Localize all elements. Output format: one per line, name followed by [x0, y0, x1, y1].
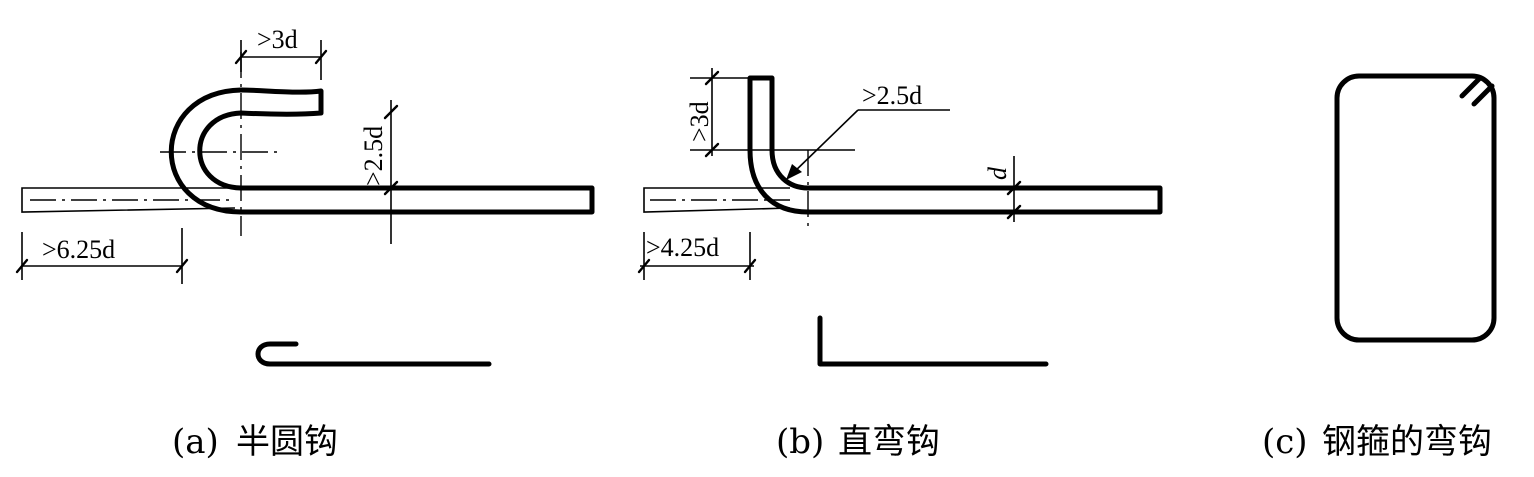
panel-a-caption-letter: (a) — [172, 422, 219, 462]
panel-c-caption-letter: (c) — [1262, 422, 1308, 462]
panel-b-tick-bottom-right — [743, 258, 757, 274]
panel-a-reference-bar — [21, 187, 236, 213]
panel-a-hook-symbol — [255, 341, 492, 367]
panel-c-stirrup — [1334, 73, 1497, 343]
panel-b-hook-bar — [747, 75, 1163, 215]
panel-a-dim-hook-length: >3d — [257, 25, 298, 54]
panel-c-caption-text: 钢箍的弯钩 — [1322, 422, 1492, 462]
panel-b-dim-bar-diameter: d — [983, 166, 1012, 180]
panel-a: >3d >2.5d >6.25d (a) 半圆钩 — [15, 25, 595, 462]
panel-a-tick-top-left — [234, 49, 248, 65]
panel-a-dim-total-length: >6.25d — [42, 235, 115, 264]
panel-b-caption-letter: (b) — [776, 422, 824, 462]
panel-b-caption-text: 直弯钩 — [838, 422, 940, 462]
panel-b-leader-line-diagonal — [789, 109, 859, 177]
panel-b-tick-vertical-top — [704, 70, 720, 86]
panel-a-tick-vertical-bottom — [383, 180, 399, 196]
panel-b-dim-hook-length: >3d — [685, 101, 714, 142]
panel-a-tick-bottom-right — [175, 258, 189, 274]
panel-b-tick-diameter-bottom — [1006, 204, 1022, 220]
panel-a-hook-bar — [168, 87, 595, 215]
panel-a-tick-vertical-top — [383, 104, 399, 120]
panel-b-hook-symbol — [817, 315, 1049, 367]
panel-a-dim-bend-radius: >2.5d — [359, 126, 388, 186]
panel-b-leader-arrowhead — [786, 164, 802, 180]
panel-b-tick-diameter-top — [1006, 180, 1022, 196]
panel-b-tick-vertical-bottom — [704, 142, 720, 158]
panel-a-tick-top-right — [314, 49, 328, 65]
panel-c-hook-tail-2 — [1471, 83, 1495, 107]
panel-a-caption-text: 半圆钩 — [236, 422, 338, 462]
panel-b-dim-total-length: >4.25d — [646, 233, 719, 262]
panel-c-hook-tail-1 — [1459, 75, 1483, 99]
panel-b-tick-bottom-left — [637, 258, 651, 274]
panel-c: (c) 钢箍的弯钩 — [1262, 73, 1497, 462]
panel-b-reference-bar — [643, 187, 791, 213]
panel-a-tick-bottom-left — [15, 258, 29, 274]
panel-b: >3d >2.5d d >4.25d (b) 直弯钩 — [637, 68, 1163, 462]
panel-b-dim-bend-radius: >2.5d — [862, 81, 922, 110]
